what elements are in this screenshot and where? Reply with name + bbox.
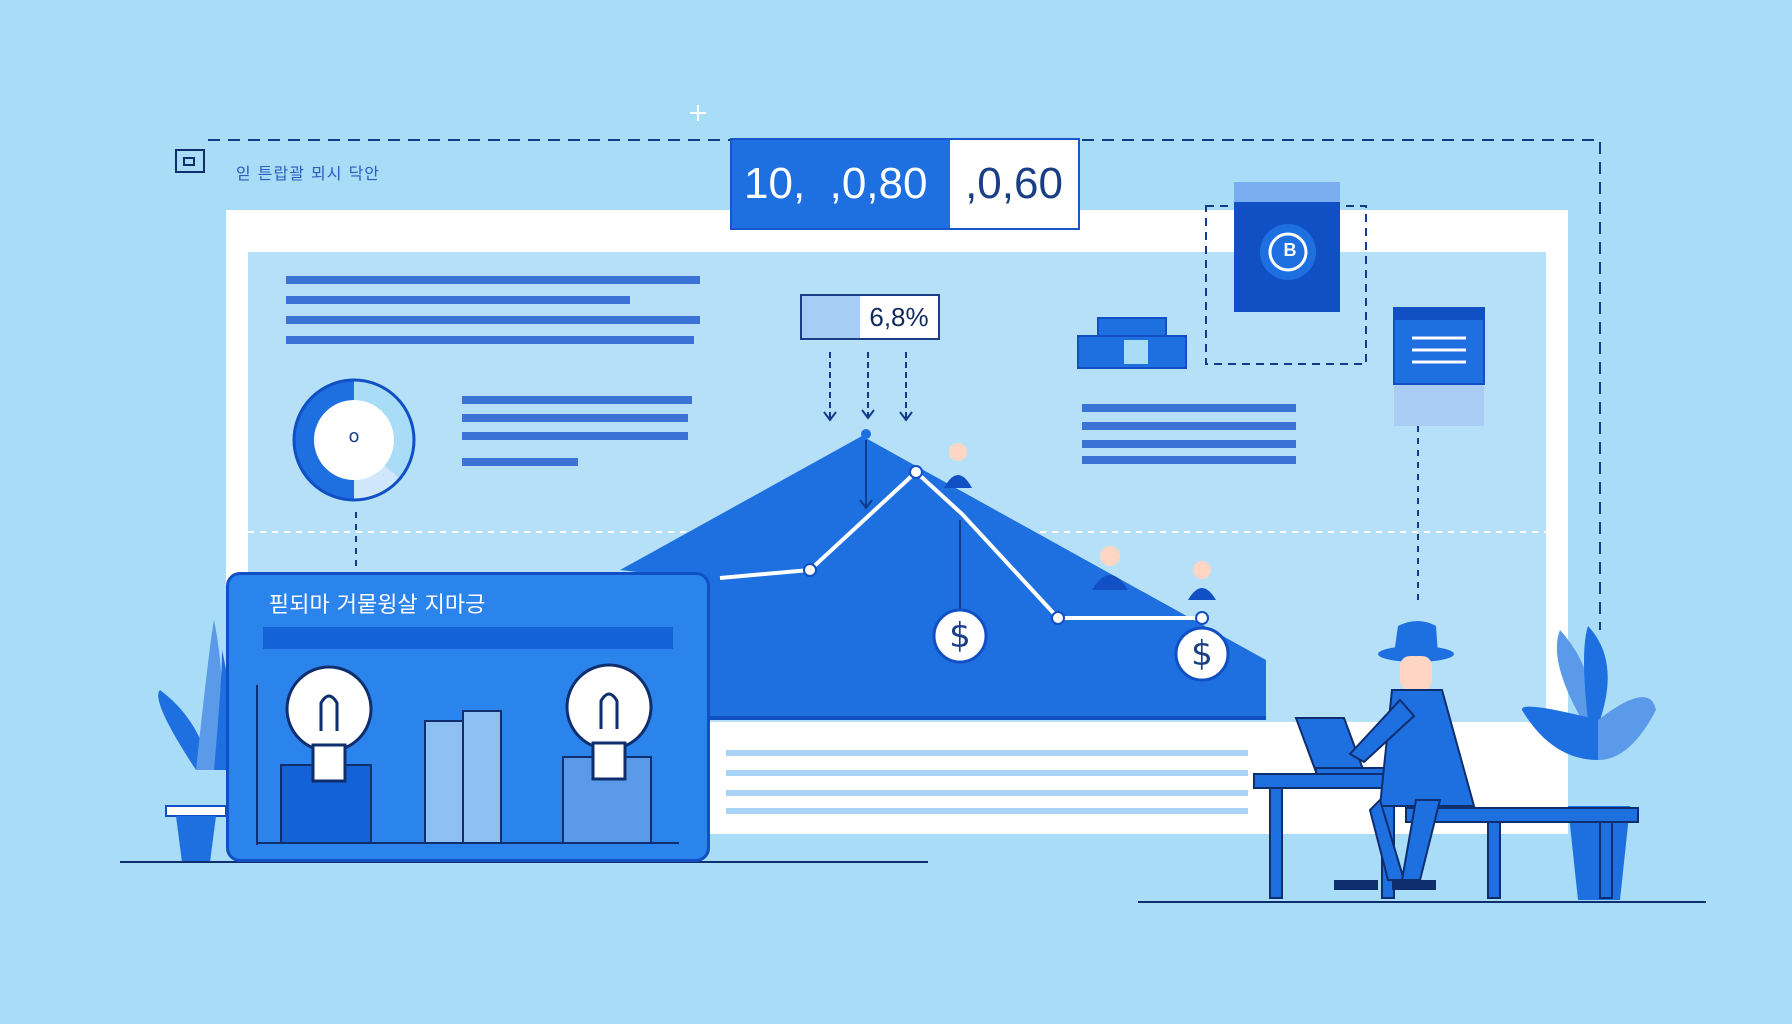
arrow-group	[823, 352, 961, 610]
dollar-icon: $	[1191, 634, 1213, 674]
window-icon[interactable]	[175, 149, 205, 173]
percent-value: 6,8%	[869, 301, 929, 332]
desk	[1253, 773, 1639, 899]
donut-chart	[292, 378, 416, 572]
value-primary: 10, ,0,80	[732, 140, 950, 228]
dollar-coin-2	[1174, 626, 1230, 682]
plant-icon	[158, 620, 232, 862]
person-icon	[944, 443, 972, 488]
insight-card[interactable]: 핃되마 거뭍윙살 지마긍	[226, 572, 710, 862]
mini-bar-widget	[1077, 317, 1187, 369]
dollar-coin-1	[932, 608, 988, 664]
value-secondary: ,0,60	[965, 159, 1063, 208]
donut-center-label: o	[348, 426, 360, 447]
area-chart	[620, 429, 1266, 720]
plus-icon	[690, 105, 706, 121]
card-bar-3	[462, 710, 502, 844]
dashed-connector-top	[208, 139, 1601, 630]
percent-indicator: 6,8%	[800, 294, 940, 340]
value-display: 10, ,0,80 ,0,60	[730, 138, 1080, 230]
text-block-mid	[462, 396, 692, 466]
lightbulb-icon	[565, 663, 653, 781]
currency-badge-icon[interactable]	[1268, 232, 1308, 272]
text-block-bottom	[726, 750, 1248, 814]
person-icon	[1334, 621, 1476, 890]
dollar-icon: $	[949, 616, 971, 656]
badge-frame	[1205, 182, 1367, 365]
card-header-bar	[263, 627, 673, 649]
header-caption: 읻 튼랍괄 뫼시 닥안	[236, 164, 381, 183]
card-bar-2	[424, 720, 464, 844]
person-icon	[1092, 546, 1128, 590]
card-title: 핃되마 거뭍윙살 지마긍	[269, 593, 486, 618]
text-block-left	[286, 276, 700, 344]
text-block-right	[1082, 404, 1296, 464]
card-chart	[256, 663, 679, 845]
lightbulb-icon	[285, 665, 373, 783]
person-icon	[1188, 561, 1216, 600]
badge-letter: B	[1283, 240, 1297, 260]
list-icon[interactable]	[1393, 307, 1485, 600]
laptop-icon[interactable]	[1294, 717, 1413, 775]
percent-fill	[802, 296, 860, 338]
